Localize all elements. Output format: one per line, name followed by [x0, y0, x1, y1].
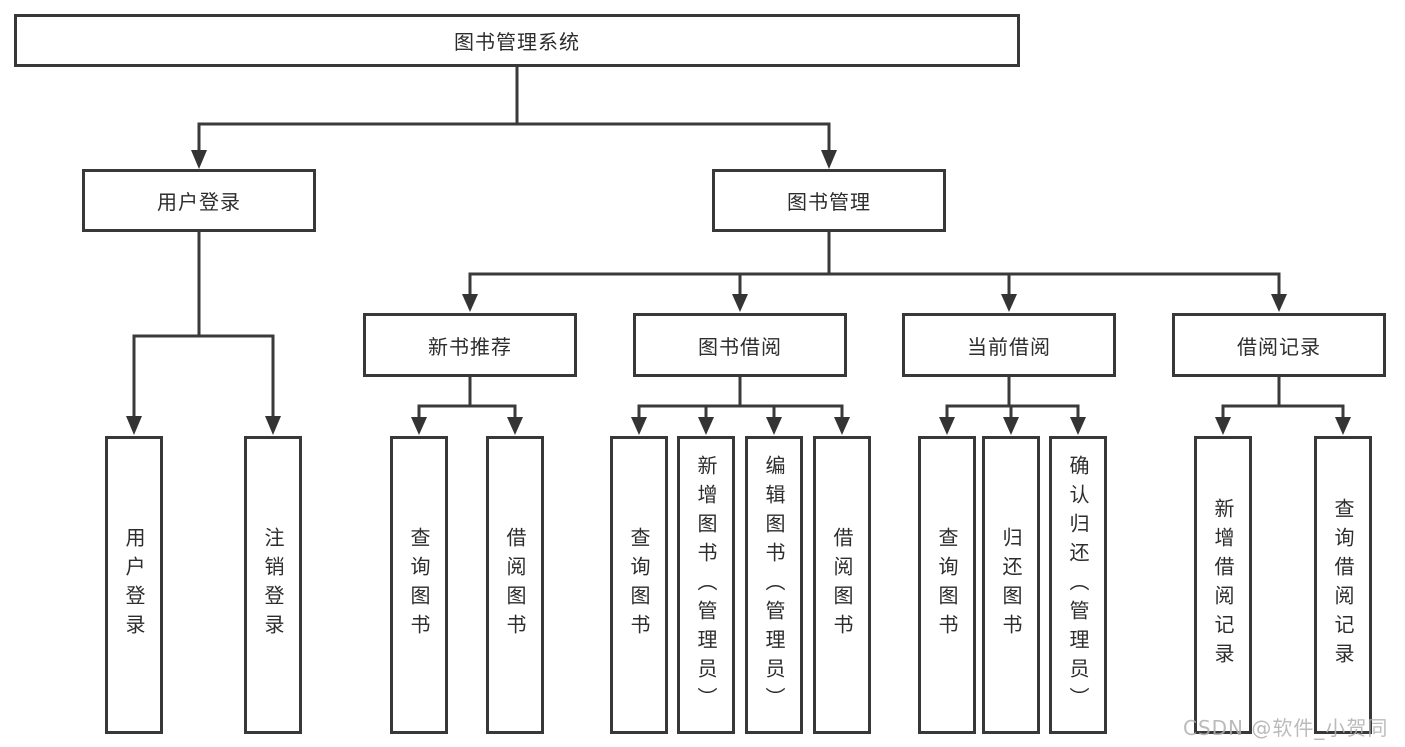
node-leaf-add-borrow-record-label: 新增借阅记录: [1211, 498, 1235, 672]
arrow-down-icon: [732, 294, 748, 312]
node-leaf-query-borrow-record-label: 查询借阅记录: [1331, 498, 1355, 672]
arrow-down-icon: [939, 417, 955, 435]
node-book-borrow-label: 图书借阅: [698, 334, 782, 359]
node-leaf-borrow-books-recommend: 借阅图书: [486, 436, 544, 734]
arrow-down-icon: [1271, 294, 1287, 312]
arrow-down-icon: [462, 294, 478, 312]
node-leaf-user-login-label: 用户登录: [122, 527, 146, 643]
node-leaf-edit-book-admin: 编辑图书（管理员）: [745, 436, 803, 734]
node-leaf-return-book: 归还图书: [982, 436, 1040, 734]
arrow-down-icon: [1335, 417, 1351, 435]
connector-current-borrow-to-children: [939, 375, 1086, 435]
node-leaf-logout: 注销登录: [244, 436, 302, 734]
node-leaf-query-books-recommend: 查询图书: [390, 436, 448, 734]
node-leaf-borrow-books-label: 借阅图书: [830, 527, 854, 643]
node-leaf-add-book-admin-label: 新增图书（管理员）: [694, 454, 718, 716]
arrow-down-icon: [411, 417, 427, 435]
arrow-down-icon: [698, 417, 714, 435]
node-leaf-return-book-label: 归还图书: [999, 527, 1023, 643]
node-book-borrow: 图书借阅: [633, 313, 847, 377]
node-leaf-query-books-recommend-label: 查询图书: [407, 527, 431, 643]
node-leaf-query-books-borrow-label: 查询图书: [627, 527, 651, 643]
node-root: 图书管理系统: [14, 14, 1020, 67]
arrow-down-icon: [766, 417, 782, 435]
arrow-down-icon: [631, 417, 647, 435]
node-borrow-records-label: 借阅记录: [1237, 334, 1321, 359]
node-leaf-edit-book-admin-label: 编辑图书（管理员）: [762, 454, 786, 716]
arrow-down-icon: [126, 416, 142, 435]
connector-book-management-to-level3: [462, 230, 1287, 312]
node-user-login: 用户登录: [82, 169, 316, 232]
node-leaf-query-books-current-label: 查询图书: [935, 527, 959, 643]
node-book-management: 图书管理: [712, 169, 946, 232]
connector-book-borrow-to-children: [631, 375, 850, 435]
node-current-borrow: 当前借阅: [902, 313, 1116, 377]
node-new-book-recommend-label: 新书推荐: [428, 334, 512, 359]
arrow-down-icon: [191, 150, 207, 169]
node-leaf-confirm-return-admin-label: 确认归还（管理员）: [1066, 454, 1090, 716]
connector-new-book-recommend-to-children: [411, 375, 523, 435]
arrow-down-icon: [834, 417, 850, 435]
node-borrow-records: 借阅记录: [1172, 313, 1386, 377]
node-leaf-borrow-books: 借阅图书: [813, 436, 871, 734]
node-current-borrow-label: 当前借阅: [967, 334, 1051, 359]
node-leaf-query-books-current: 查询图书: [918, 436, 976, 734]
arrow-down-icon: [1215, 417, 1231, 435]
connector-borrow-records-to-children: [1215, 375, 1351, 435]
node-leaf-user-login: 用户登录: [105, 436, 163, 734]
node-leaf-query-borrow-record: 查询借阅记录: [1314, 436, 1372, 734]
arrow-down-icon: [265, 416, 281, 435]
node-leaf-query-books-borrow: 查询图书: [610, 436, 668, 734]
node-new-book-recommend: 新书推荐: [363, 313, 577, 377]
arrow-down-icon: [1003, 417, 1019, 435]
node-user-login-label: 用户登录: [157, 190, 241, 214]
node-leaf-add-book-admin: 新增图书（管理员）: [677, 436, 735, 734]
node-leaf-add-borrow-record: 新增借阅记录: [1194, 436, 1252, 734]
node-root-label: 图书管理系统: [454, 30, 580, 54]
arrow-down-icon: [821, 150, 837, 169]
node-leaf-logout-label: 注销登录: [261, 527, 285, 643]
arrow-down-icon: [1070, 417, 1086, 435]
node-leaf-borrow-books-recommend-label: 借阅图书: [503, 527, 527, 643]
node-book-management-label: 图书管理: [787, 190, 871, 214]
node-leaf-confirm-return-admin: 确认归还（管理员）: [1049, 436, 1107, 734]
connector-root-to-level2: [191, 65, 837, 169]
arrow-down-icon: [1001, 294, 1017, 312]
connector-user-login-to-children: [126, 230, 281, 435]
arrow-down-icon: [507, 417, 523, 435]
